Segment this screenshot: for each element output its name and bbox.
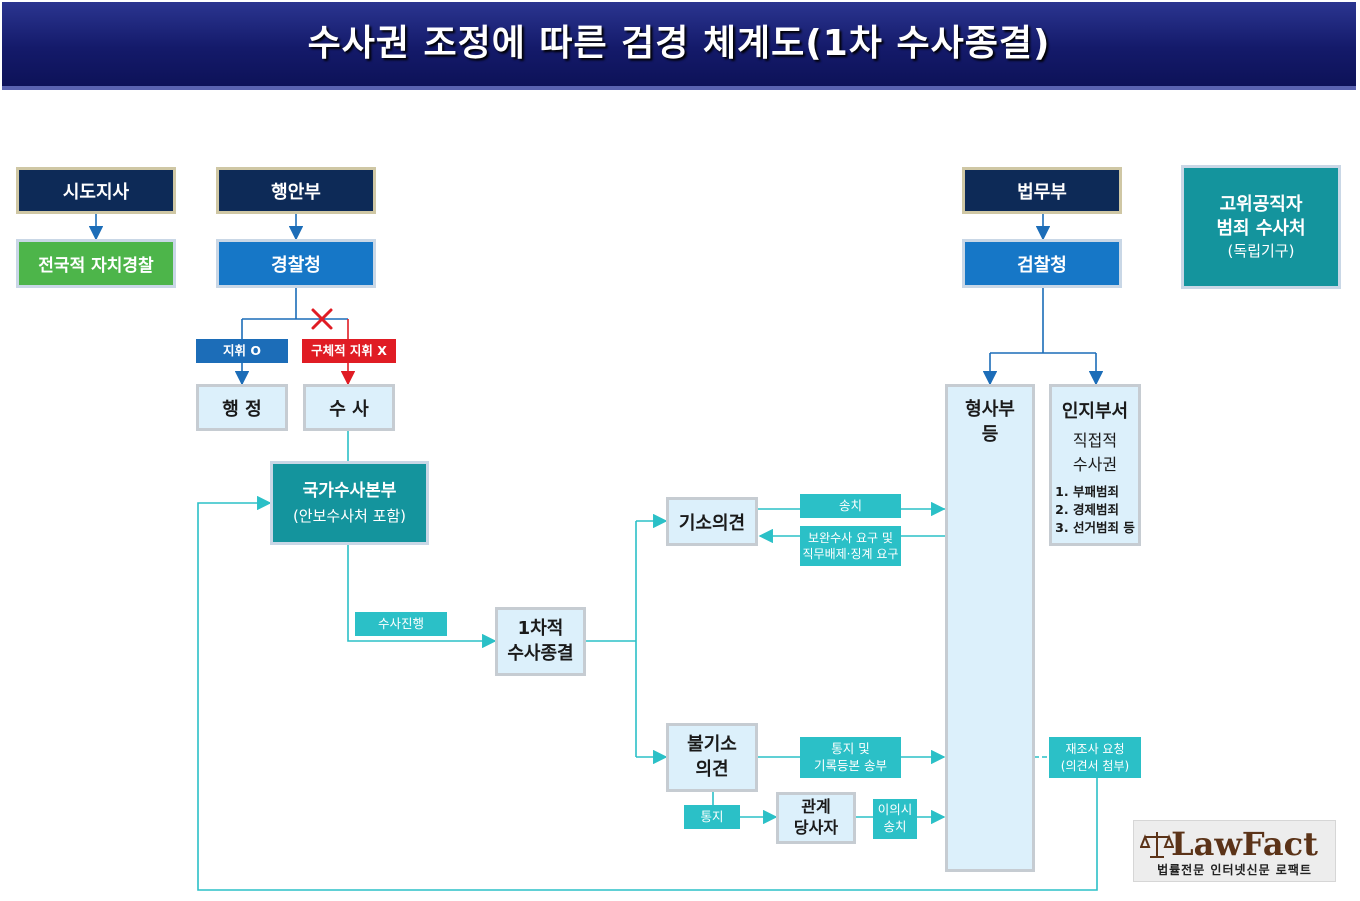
lawfact-logo: LawFact 법률전문 인터넷신문 로팩트 bbox=[1133, 820, 1336, 882]
line-prosecution-split bbox=[990, 288, 1096, 354]
indict-opinion-label: 기소의견 bbox=[678, 512, 746, 534]
cognizance-title: 인지부서 bbox=[1061, 401, 1129, 422]
send-tag: 송치 bbox=[800, 494, 901, 518]
progress-tag: 수사진행 bbox=[355, 612, 447, 636]
supplement-line1: 보완수사 요구 및 bbox=[808, 530, 893, 545]
objection-tag: 이의시 송치 bbox=[873, 799, 917, 839]
first-close-line2: 수사종결 bbox=[507, 642, 574, 664]
page-title: 수사권 조정에 따른 검경 체계도(1차 수사종결) bbox=[307, 23, 1051, 64]
no-indict-box: 불기소 의견 bbox=[666, 723, 758, 792]
org-police-agency: 경찰청 bbox=[216, 239, 376, 288]
no-indict-line2: 의견 bbox=[695, 758, 729, 780]
org-haengan-label: 행안부 bbox=[271, 181, 321, 203]
arrow-reinvest-loop bbox=[197, 495, 1098, 891]
supplement-line2: 직무배제·징계 요구 bbox=[802, 547, 899, 561]
org-beommu: 법무부 bbox=[962, 167, 1122, 214]
no-indict-line1: 불기소 bbox=[687, 734, 737, 756]
org-prosecution-label: 검찰청 bbox=[1017, 254, 1067, 276]
crime-item-corruption: 1. 부패범죄 bbox=[1055, 484, 1119, 499]
criminal-dept-line1: 형사부 bbox=[965, 399, 1015, 420]
party-line2: 당사자 bbox=[793, 818, 839, 837]
crime-item-election: 3. 선거범죄 등 bbox=[1055, 520, 1135, 536]
party-box: 관계 당사자 bbox=[776, 792, 856, 844]
progress-tag-label: 수사진행 bbox=[377, 615, 424, 631]
org-beommu-label: 법무부 bbox=[1017, 181, 1067, 203]
specific-command-tag-label: 구체적 지휘 X bbox=[311, 342, 387, 358]
direct-power-line2: 수사권 bbox=[1072, 455, 1118, 474]
criminal-dept-line2: 등 bbox=[981, 424, 999, 446]
arrow-nib-to-first-close bbox=[347, 545, 497, 649]
crime-item-economic: 2. 경제범죄 bbox=[1055, 502, 1119, 518]
supplement-tag: 보완수사 요구 및 직무배제·징계 요구 bbox=[800, 526, 901, 566]
org-cio: 고위공직자 범죄 수사처 (독립기구) bbox=[1181, 165, 1341, 289]
org-haengan: 행안부 bbox=[216, 167, 376, 214]
org-local-police: 전국적 자치경찰 bbox=[16, 239, 176, 288]
investigation-box: 수 사 bbox=[303, 384, 395, 431]
line-first-close-branch bbox=[586, 521, 637, 757]
org-cio-line2: 범죄 수사처 bbox=[1216, 217, 1306, 239]
reinvestigation-line2: (의견서 첨부) bbox=[1060, 758, 1130, 773]
first-close-line1: 1차적 bbox=[517, 618, 564, 640]
admin-command-tag: 지휘 O bbox=[196, 339, 288, 363]
criminal-dept-box: 형사부 등 bbox=[945, 384, 1035, 872]
org-local-police-label: 전국적 자치경찰 bbox=[38, 256, 154, 276]
first-close-box: 1차적 수사종결 bbox=[495, 607, 586, 676]
admin-box-label: 행 정 bbox=[222, 398, 262, 420]
specific-command-tag: 구체적 지휘 X bbox=[302, 339, 396, 363]
reinvestigation-tag: 재조사 요청 (의견서 첨부) bbox=[1049, 737, 1141, 778]
nib-line1: 국가수사본부 bbox=[302, 481, 397, 501]
reinvestigation-line1: 재조사 요청 bbox=[1065, 742, 1125, 757]
objection-line2: 송치 bbox=[883, 819, 907, 834]
admin-box: 행 정 bbox=[196, 384, 288, 431]
line-police-split bbox=[242, 288, 348, 320]
org-sido-label: 시도지사 bbox=[62, 181, 130, 203]
org-prosecution: 검찰청 bbox=[962, 239, 1122, 288]
send-tag-label: 송치 bbox=[838, 497, 862, 513]
notice-records-tag: 통지 및 기록등본 송부 bbox=[800, 737, 901, 778]
org-sido: 시도지사 bbox=[16, 167, 176, 214]
direct-power-line1: 직접적 bbox=[1072, 431, 1118, 450]
crime-list: 1. 부패범죄 2. 경제범죄 3. 선거범죄 등 bbox=[1055, 483, 1135, 537]
logo-subtitle: 법률전문 인터넷신문 로팩트 bbox=[1157, 863, 1312, 877]
admin-command-tag-label: 지휘 O bbox=[223, 342, 261, 358]
cross-mark-icon bbox=[311, 308, 333, 330]
notice-tag-label: 통지 bbox=[700, 808, 724, 824]
notice-records-line2: 기록등본 송부 bbox=[814, 757, 887, 773]
party-line1: 관계 bbox=[801, 797, 831, 817]
org-police-agency-label: 경찰청 bbox=[271, 254, 321, 276]
scales-icon bbox=[1140, 832, 1174, 858]
notice-tag: 통지 bbox=[684, 805, 740, 829]
notice-records-line1: 통지 및 bbox=[831, 740, 870, 756]
nib-line2: (안보수사처 포함) bbox=[292, 506, 407, 525]
nib-box: 국가수사본부 (안보수사처 포함) bbox=[270, 461, 429, 545]
investigation-box-label: 수 사 bbox=[329, 398, 369, 420]
objection-line1: 이의시 bbox=[877, 802, 913, 818]
indict-opinion-box: 기소의견 bbox=[666, 497, 758, 546]
title-banner: 수사권 조정에 따른 검경 체계도(1차 수사종결) bbox=[2, 2, 1356, 90]
cognizance-dept-box: 인지부서 직접적 수사권 1. 부패범죄 2. 경제범죄 3. 선거범죄 등 bbox=[1049, 384, 1141, 546]
org-cio-line1: 고위공직자 bbox=[1219, 193, 1303, 215]
logo-name: LawFact bbox=[1171, 825, 1318, 863]
org-cio-line3: (독립기구) bbox=[1227, 242, 1295, 261]
